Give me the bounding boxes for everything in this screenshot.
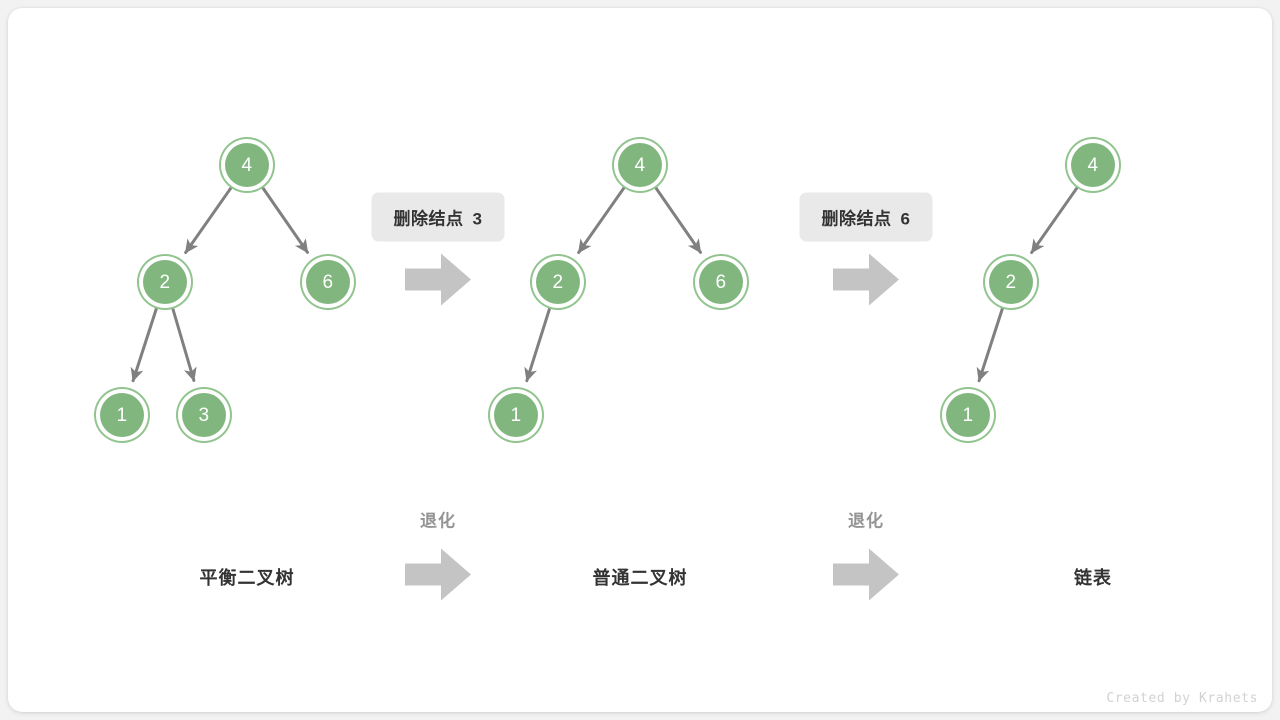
tree-node: 2 [536, 260, 580, 304]
tree-edge [654, 186, 703, 254]
delete-node-label-value: 3 [472, 209, 483, 229]
tree-node: 3 [182, 393, 226, 437]
tree-node: 1 [100, 393, 144, 437]
tree-edge [171, 307, 197, 382]
delete-node-label-text: 删除结点 [821, 209, 892, 229]
structure-caption: 链表 [1074, 568, 1112, 588]
tree-node: 4 [618, 143, 662, 187]
tree-edges-layer [130, 186, 1079, 383]
degenerate-label: 退化 [420, 511, 456, 531]
tree-node: 4 [225, 143, 269, 187]
tree-edge [130, 307, 158, 383]
tree-node: 4 [1071, 143, 1115, 187]
tree-node: 6 [306, 260, 350, 304]
tree-edge [184, 186, 233, 255]
watermark: Created by Krahets [1106, 691, 1258, 706]
transition-arrow-icon [405, 252, 471, 313]
tree-node: 1 [946, 393, 990, 437]
tree-node: 1 [494, 393, 538, 437]
degenerate-arrow-icon [833, 547, 899, 608]
tree-edge [577, 186, 626, 255]
degenerate-label: 退化 [848, 511, 884, 531]
tree-edge [1030, 186, 1079, 255]
structure-caption: 平衡二叉树 [199, 568, 295, 588]
tree-edge [976, 307, 1004, 383]
delete-node-label: 删除结点 6 [799, 192, 933, 242]
tree-edge [524, 307, 552, 383]
tree-node: 6 [699, 260, 743, 304]
delete-node-label: 删除结点 3 [371, 192, 505, 242]
degenerate-arrow-icon [405, 547, 471, 608]
delete-node-label-value: 6 [900, 209, 911, 229]
delete-node-label-text: 删除结点 [393, 209, 464, 229]
transition-arrow-icon [833, 252, 899, 313]
tree-edge [261, 186, 310, 254]
tree-node: 2 [989, 260, 1033, 304]
structure-caption: 普通二叉树 [592, 568, 688, 588]
tree-node: 2 [143, 260, 187, 304]
